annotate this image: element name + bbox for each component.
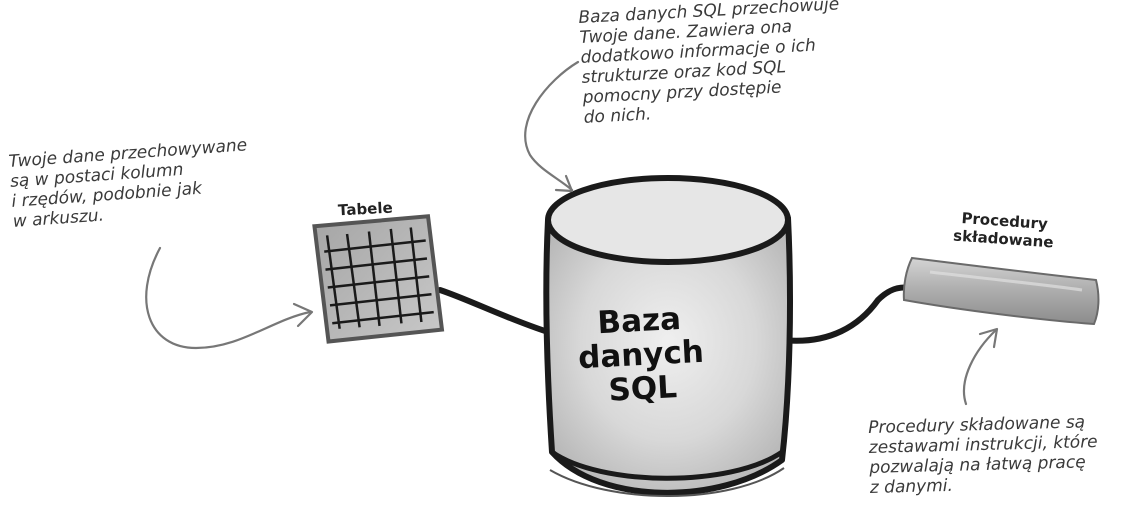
connector-tables-db (437, 287, 551, 335)
database-label: Baza danych SQL (563, 300, 718, 410)
arrow-to-procedures (962, 327, 999, 406)
database-label-line: danych (577, 333, 705, 377)
connector-db-procedures (779, 284, 913, 344)
tables-label: Tabele (337, 198, 394, 220)
stored-procedures-bar-icon (902, 256, 1100, 326)
arrow-to-database (524, 60, 580, 193)
tables-grid-icon (312, 214, 445, 344)
database-description-note: Baza danych SQL przechowuje Twoje dane. … (578, 0, 845, 128)
procedures-description-note: Procedury składowane są zestawami instru… (868, 412, 1099, 498)
database-cylinder-icon (543, 175, 793, 497)
arrow-to-tables (145, 246, 314, 350)
tables-description-note: Twoje dane przechowywane są w postaci ko… (8, 135, 252, 231)
